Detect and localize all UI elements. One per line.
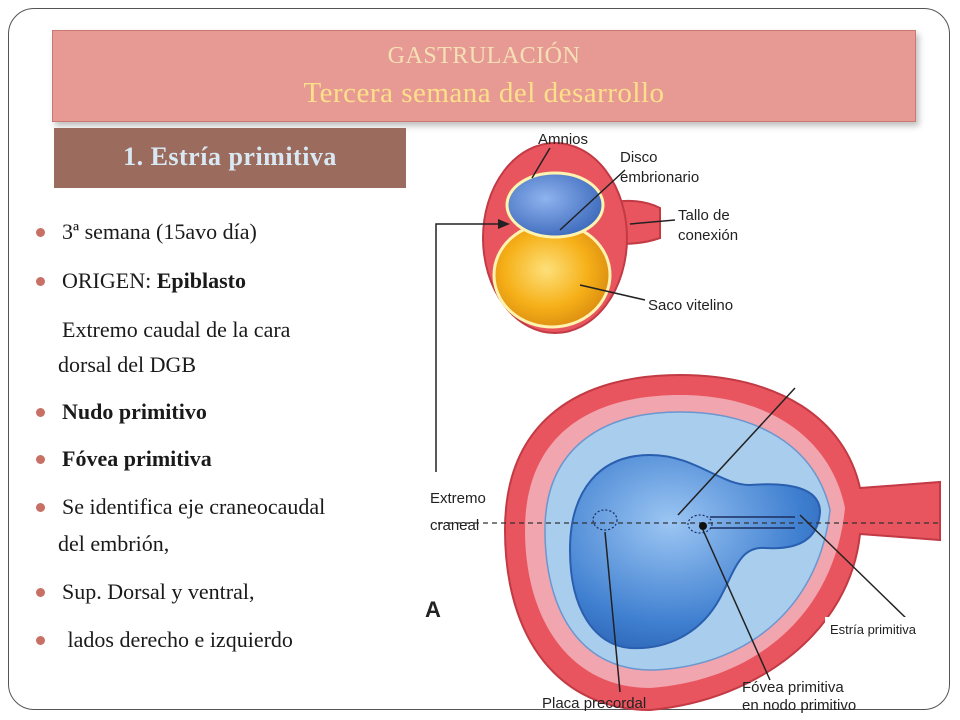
label-extremo: Extremo [430, 490, 486, 507]
label-tallo: Tallo de [678, 207, 730, 224]
bullet-dot [36, 588, 45, 597]
label-placa-precordal: Placa precordal [542, 695, 646, 712]
bullet-dot [36, 277, 45, 286]
label-letter-a: A [425, 597, 441, 622]
slide-title: GASTRULACIÓN [387, 43, 581, 69]
bullet-item: lados derecho e izquierdo [62, 627, 293, 652]
prechordal-plate [592, 509, 618, 531]
label-bg [825, 617, 937, 639]
label-fovea-2: en nodo primitivo [742, 697, 856, 714]
arrow-head-icon [498, 219, 510, 229]
bullet-item: Se identifica eje craneocaudal [62, 494, 326, 519]
bullet-bold: Epiblasto [156, 268, 246, 293]
label-fovea: Fóvea primitiva [742, 679, 844, 696]
pointer-line [677, 387, 796, 516]
bullet-item: Nudo primitivo [62, 399, 207, 424]
label-amnios: Amnios [538, 131, 588, 148]
pointer-line [799, 514, 909, 621]
embryo-diagram: Amnios Disco embrionario Tallo de conexi… [425, 131, 941, 714]
bullet-prefix: ORIGEN: [62, 268, 157, 293]
primitive-pit [699, 522, 707, 530]
primitive-node [687, 514, 713, 534]
connector-arrow [435, 223, 498, 472]
bullet-dot [36, 503, 45, 512]
bullet-continuation: del embrión, [58, 531, 170, 556]
label-craneal: craneal [430, 517, 479, 534]
embryo-section-top: Amnios Disco embrionario Tallo de conexi… [482, 131, 738, 334]
pointer-line [531, 147, 551, 179]
pointer-line [629, 219, 676, 225]
pointer-line [702, 529, 771, 681]
bullet-item: 3ª semana (15avo día) [62, 219, 257, 244]
bullet-dot [36, 636, 45, 645]
pointer-line [604, 531, 621, 693]
bullet-continuation: Extremo caudal de la cara [62, 317, 291, 342]
bullet-dot [36, 228, 45, 237]
yolk-sac [492, 221, 612, 329]
bullet-dot [36, 455, 45, 464]
bullet-dot [36, 408, 45, 417]
slide-title-box: GASTRULACIÓN Tercera semana del desarrol… [52, 30, 916, 122]
embryonic-disc [568, 453, 822, 650]
label-saco-vitelino: Saco vitelino [648, 297, 733, 314]
label-estria-primitiva: Estría primitiva [830, 622, 917, 637]
bullet-continuation: dorsal del DGB [58, 352, 197, 377]
pointer-line [559, 169, 626, 231]
amniotic-cavity [505, 171, 605, 239]
section-header: 1. Estría primitiva [123, 142, 337, 171]
pointer-line [579, 284, 646, 301]
embryo-section-bottom: Extremo craneal A Estría primitiva Placa… [425, 373, 941, 714]
bullet-item: Fóvea primitiva [62, 446, 212, 471]
bullet-item: Sup. Dorsal y ventral, [62, 579, 255, 604]
label-disco-2: embrionario [620, 169, 699, 186]
label-tallo-2: conexión [678, 227, 738, 244]
label-disco: Disco [620, 149, 658, 166]
section-header-box: 1. Estría primitiva [54, 128, 406, 188]
slide-subtitle: Tercera semana del desarrollo [303, 77, 665, 109]
bullet-item: ORIGEN: Epiblasto [62, 268, 246, 294]
